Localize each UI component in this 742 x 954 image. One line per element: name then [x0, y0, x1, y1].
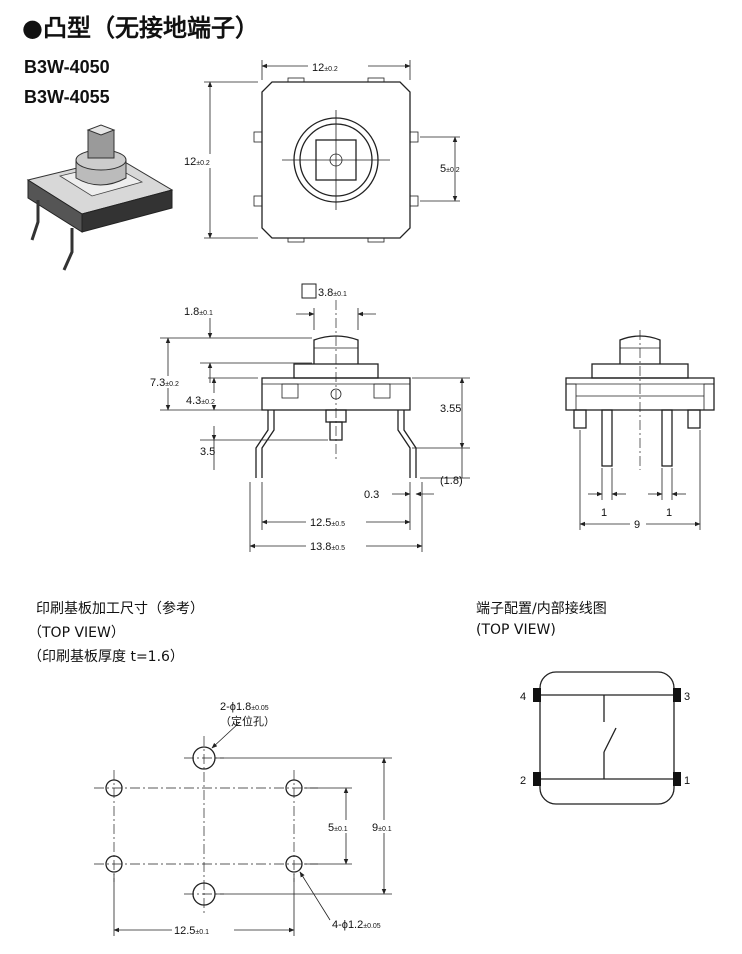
- model-number-1: B3W-4050: [24, 57, 110, 77]
- terminal-height-dim: 3.55: [440, 403, 461, 415]
- plunger-height-dim: 1.8±0.1: [184, 306, 213, 318]
- terminal-label-1: 1: [684, 775, 690, 787]
- locating-hole-dim: 2-ϕ1.8±0.05: [220, 701, 269, 713]
- inner-width-dim: 12.5±0.5: [310, 517, 345, 529]
- pin-offset-dim: 3.5: [200, 446, 215, 458]
- plunger-size-dim: 3.8±0.1: [318, 287, 347, 299]
- end-pin-width-left: 1: [601, 507, 607, 519]
- front-view-drawing: [160, 300, 470, 552]
- terminal-label-2: 2: [520, 775, 526, 787]
- top-view-drawing: [204, 60, 460, 243]
- top-width-dim: 12±0.2: [312, 62, 338, 74]
- terminal-thickness-dim: 0.3: [364, 489, 379, 501]
- pcb-view-label: （TOP VIEW）: [28, 625, 125, 641]
- end-pin-spacing: 9: [634, 519, 640, 531]
- pcb-pitch-v-total-dim: 9±0.1: [372, 822, 392, 834]
- terminal-label-3: 3: [684, 691, 690, 703]
- end-pin-width-right: 1: [666, 507, 672, 519]
- terminal-ref-dim: (1.8): [440, 475, 463, 487]
- terminal-hole-dim: 4-ϕ1.2±0.05: [332, 919, 381, 931]
- terminal-section-title: 端子配置/内部接线图: [476, 601, 607, 617]
- locating-hole-label: （定位孔）: [220, 714, 275, 728]
- top-height-dim: 12±0.2: [184, 156, 210, 168]
- terminal-label-4: 4: [520, 691, 526, 703]
- terminal-view-label: (TOP VIEW): [476, 622, 556, 638]
- outer-width-dim: 13.8±0.5: [310, 541, 345, 553]
- switch-illustration: [26, 124, 174, 271]
- body-height-dim: 4.3±0.2: [186, 395, 215, 407]
- pcb-section-title: 印刷基板加工尺寸（参考）: [36, 601, 204, 617]
- total-height-dim: 7.3±0.2: [150, 377, 179, 389]
- pcb-thickness-label: （印刷基板厚度 t=1.6）: [28, 649, 184, 665]
- wiring-diagram: [533, 671, 681, 805]
- section-title: ●凸型（无接地端子）: [22, 14, 259, 42]
- pcb-hole-layout: [94, 721, 392, 936]
- pcb-pitch-v-dim: 5±0.1: [328, 822, 348, 834]
- pcb-pitch-h-dim: 12.5±0.1: [174, 925, 209, 937]
- model-number-2: B3W-4055: [24, 87, 110, 107]
- top-pin-pitch-dim: 5±0.2: [440, 163, 460, 175]
- end-view-drawing: [565, 330, 715, 530]
